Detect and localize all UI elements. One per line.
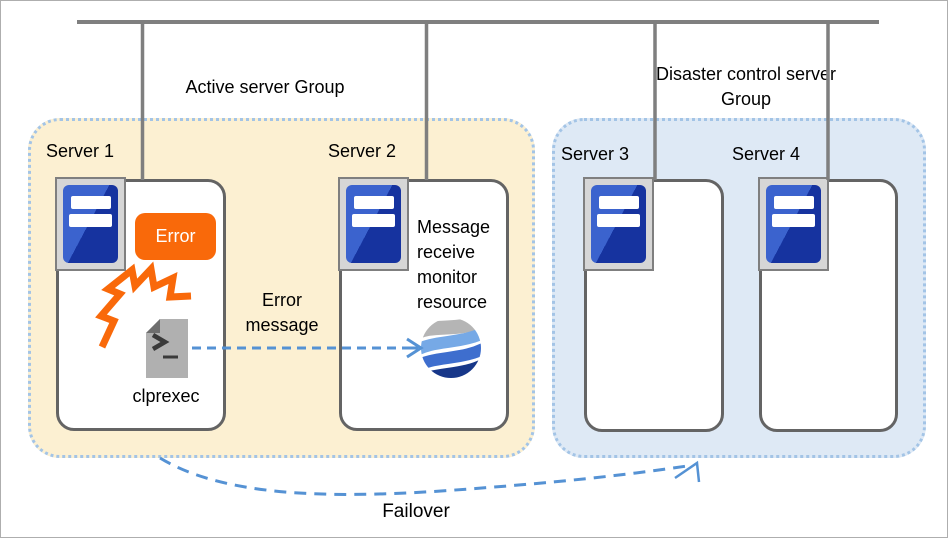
server-tower-body (766, 185, 821, 263)
clprexec-command-label: clprexec (132, 386, 200, 406)
server4-label: Server 4 (732, 144, 801, 164)
active-group-label: Active server Group (185, 77, 345, 97)
server-tower-icon (758, 177, 829, 271)
server-slot-bar (352, 214, 395, 227)
server-slot-bar (354, 196, 394, 209)
server-tower-body (346, 185, 401, 263)
server-slot-bar (772, 214, 815, 227)
server-slot-bar (71, 196, 111, 209)
server-tower-body (591, 185, 646, 263)
disaster-group-label: Disaster control server Group (655, 64, 837, 109)
server3-label: Server 3 (561, 144, 630, 164)
server-tower-icon (583, 177, 654, 271)
server2-label: Server 2 (328, 141, 397, 161)
server1-label: Server 1 (46, 141, 115, 161)
server-tower-icon (338, 177, 409, 271)
failover-arrow-label: Failover (382, 501, 450, 522)
server-slot-bar (599, 196, 639, 209)
failover-arrow (159, 456, 701, 496)
server-tower-body (63, 185, 118, 263)
server-slot-bar (774, 196, 814, 209)
error-status-badge: Error (135, 213, 216, 260)
error-message-arrow-label: Error message (245, 290, 319, 335)
server-slot-bar (69, 214, 112, 227)
server-tower-icon (55, 177, 126, 271)
message-receive-monitor-resource-label: Message receive monitor resource (417, 217, 491, 312)
server-slot-bar (597, 214, 640, 227)
